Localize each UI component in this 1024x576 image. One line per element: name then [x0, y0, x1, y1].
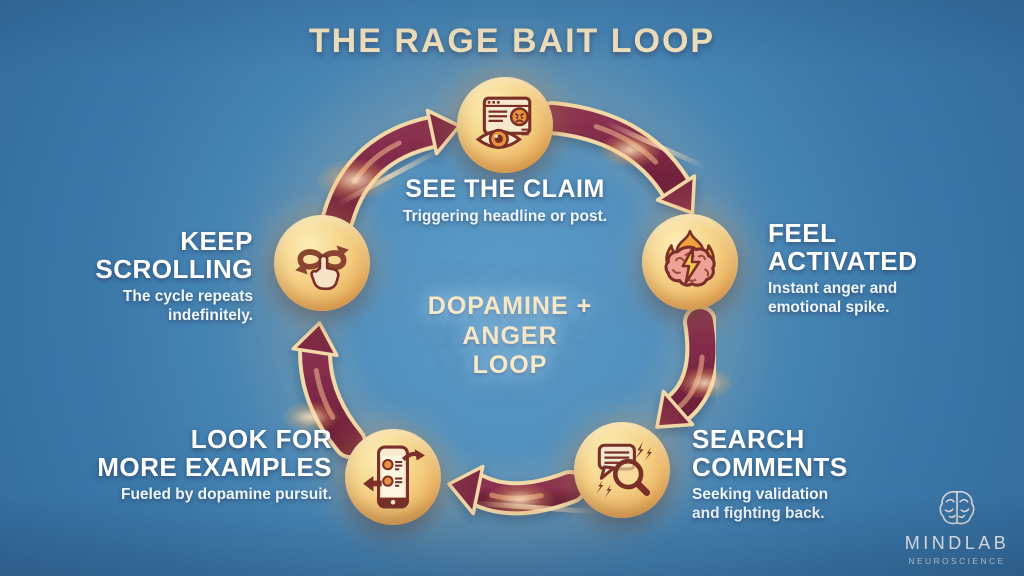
phone-sharing-icon	[363, 445, 425, 509]
node-search-comments	[574, 422, 670, 518]
step-description: Instant anger and emotional spike.	[768, 280, 898, 316]
angry-post-eye-icon	[475, 96, 532, 149]
brain-on-fire-icon	[664, 229, 716, 287]
step-label: KEEP SCROLLING	[95, 226, 253, 284]
step-description: Seeking validation and fighting back.	[692, 486, 829, 522]
step-description: The cycle repeats indefinitely.	[122, 288, 253, 324]
node-feel-activated	[642, 214, 738, 310]
step-look-for-more-examples: LOOK FOR MORE EXAMPLES Fueled by dopamin…	[32, 424, 332, 505]
center-label: DOPAMINE + ANGER LOOP	[427, 292, 593, 379]
step-label: FEEL ACTIVATED	[768, 218, 918, 276]
step-label: SEE THE CLAIM	[405, 175, 605, 203]
step-see-the-claim: SEE THE CLAIM Triggering headline or pos…	[355, 176, 655, 226]
step-label: LOOK FOR MORE EXAMPLES	[97, 424, 332, 482]
node-look-for-more-examples	[345, 429, 441, 525]
node-keep-scrolling	[274, 215, 370, 311]
step-keep-scrolling: KEEP SCROLLING The cycle repeats indefin…	[33, 226, 253, 326]
magnifier-comments-icon	[596, 442, 652, 498]
logo-subtitle: NEUROSCIENCE	[908, 556, 1006, 566]
mindlab-logo: MINDLAB NEUROSCIENCE	[902, 488, 1012, 566]
brain-logo-icon	[939, 490, 975, 525]
page-title: THE RAGE BAIT LOOP	[308, 22, 716, 60]
arrow-search-to-look	[447, 464, 587, 516]
step-description: Fueled by dopamine pursuit.	[121, 486, 332, 504]
step-label: SEARCH COMMENTS	[692, 424, 848, 482]
infinity-scroll-icon	[295, 245, 349, 291]
logo-name: MINDLAB	[904, 533, 1010, 553]
step-search-comments: SEARCH COMMENTS Seeking validation and f…	[692, 424, 902, 524]
node-see-the-claim	[457, 77, 553, 173]
step-feel-activated: FEEL ACTIVATED Instant anger and emotion…	[768, 218, 968, 318]
step-description: Triggering headline or post.	[402, 207, 608, 225]
arrow-feel-to-search	[655, 305, 720, 429]
